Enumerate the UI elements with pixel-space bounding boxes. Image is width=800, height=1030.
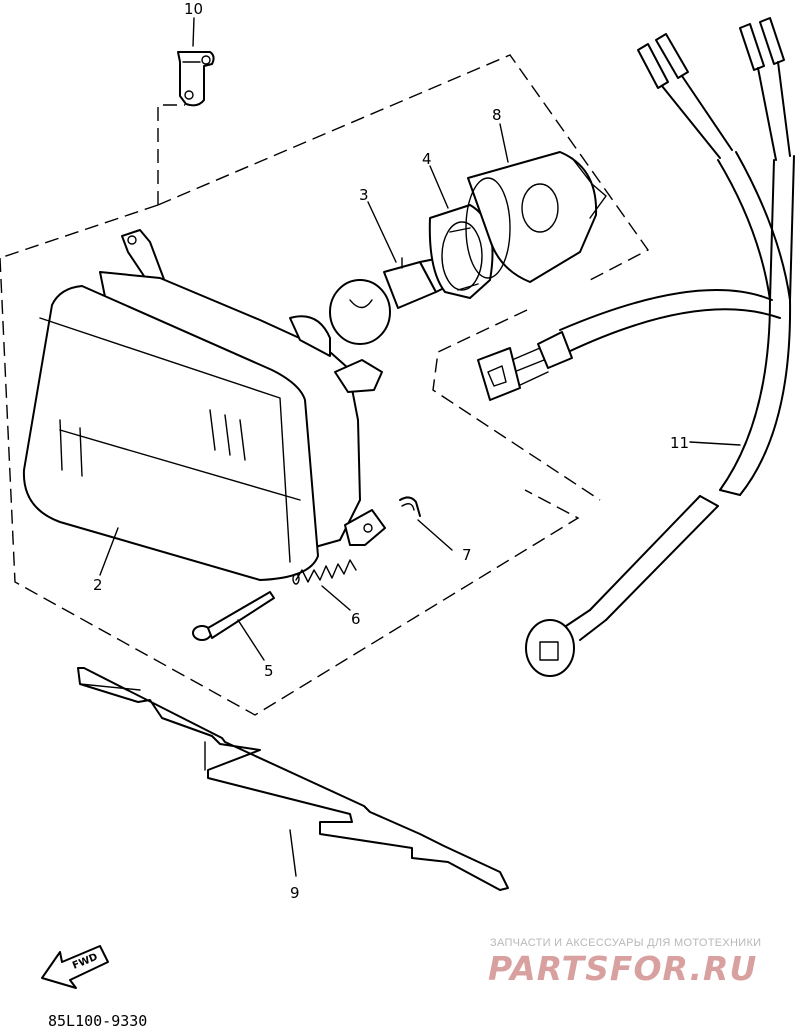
- leader-line-5: [237, 619, 265, 661]
- callout-10: 10: [184, 0, 203, 18]
- wire-harness-part[interactable]: [477, 17, 795, 677]
- clip-part[interactable]: [399, 496, 421, 517]
- callout-6: 6: [351, 610, 361, 628]
- callout-9: 9: [290, 884, 300, 902]
- bulb-part[interactable]: [329, 253, 453, 345]
- leader-line-10: [192, 17, 195, 47]
- bracket-part[interactable]: [177, 51, 215, 107]
- leader-line-6: [321, 585, 351, 611]
- forward-arrow-icon: FWD: [41, 945, 109, 989]
- callout-7: 7: [462, 546, 472, 564]
- watermark-brand: PARTSFOR.RU: [488, 949, 757, 988]
- boot-cover-part[interactable]: [465, 151, 607, 283]
- screw-part[interactable]: [192, 591, 275, 641]
- leader-line-7: [417, 519, 453, 551]
- stay-plate-part[interactable]: [77, 667, 509, 891]
- leader-line-3: [367, 201, 397, 263]
- callout-5: 5: [264, 662, 274, 680]
- diagram-code: 85L100-9330: [48, 1012, 147, 1030]
- callout-4: 4: [422, 150, 432, 168]
- leader-line-2: [99, 527, 119, 576]
- leader-line-9: [289, 829, 297, 877]
- spring-part[interactable]: [292, 559, 357, 585]
- assembly-boundary: [0, 54, 650, 716]
- watermark-tagline: ЗАПЧАСТИ И АКСЕССУАРЫ ДЛЯ МОТОТЕХНИКИ: [490, 937, 761, 949]
- callout-11: 11: [670, 434, 689, 452]
- callout-2: 2: [93, 576, 103, 594]
- leader-line-11: [689, 441, 741, 446]
- leader-line-4: [429, 165, 449, 209]
- callout-8: 8: [492, 106, 502, 124]
- headlight-unit[interactable]: [22, 229, 386, 581]
- watermark-logo: ЗАПЧАСТИ И АКСЕССУАРЫ ДЛЯ МОТОТЕХНИКИ PA…: [488, 937, 761, 988]
- callout-3: 3: [359, 186, 369, 204]
- leader-line-8: [499, 123, 509, 163]
